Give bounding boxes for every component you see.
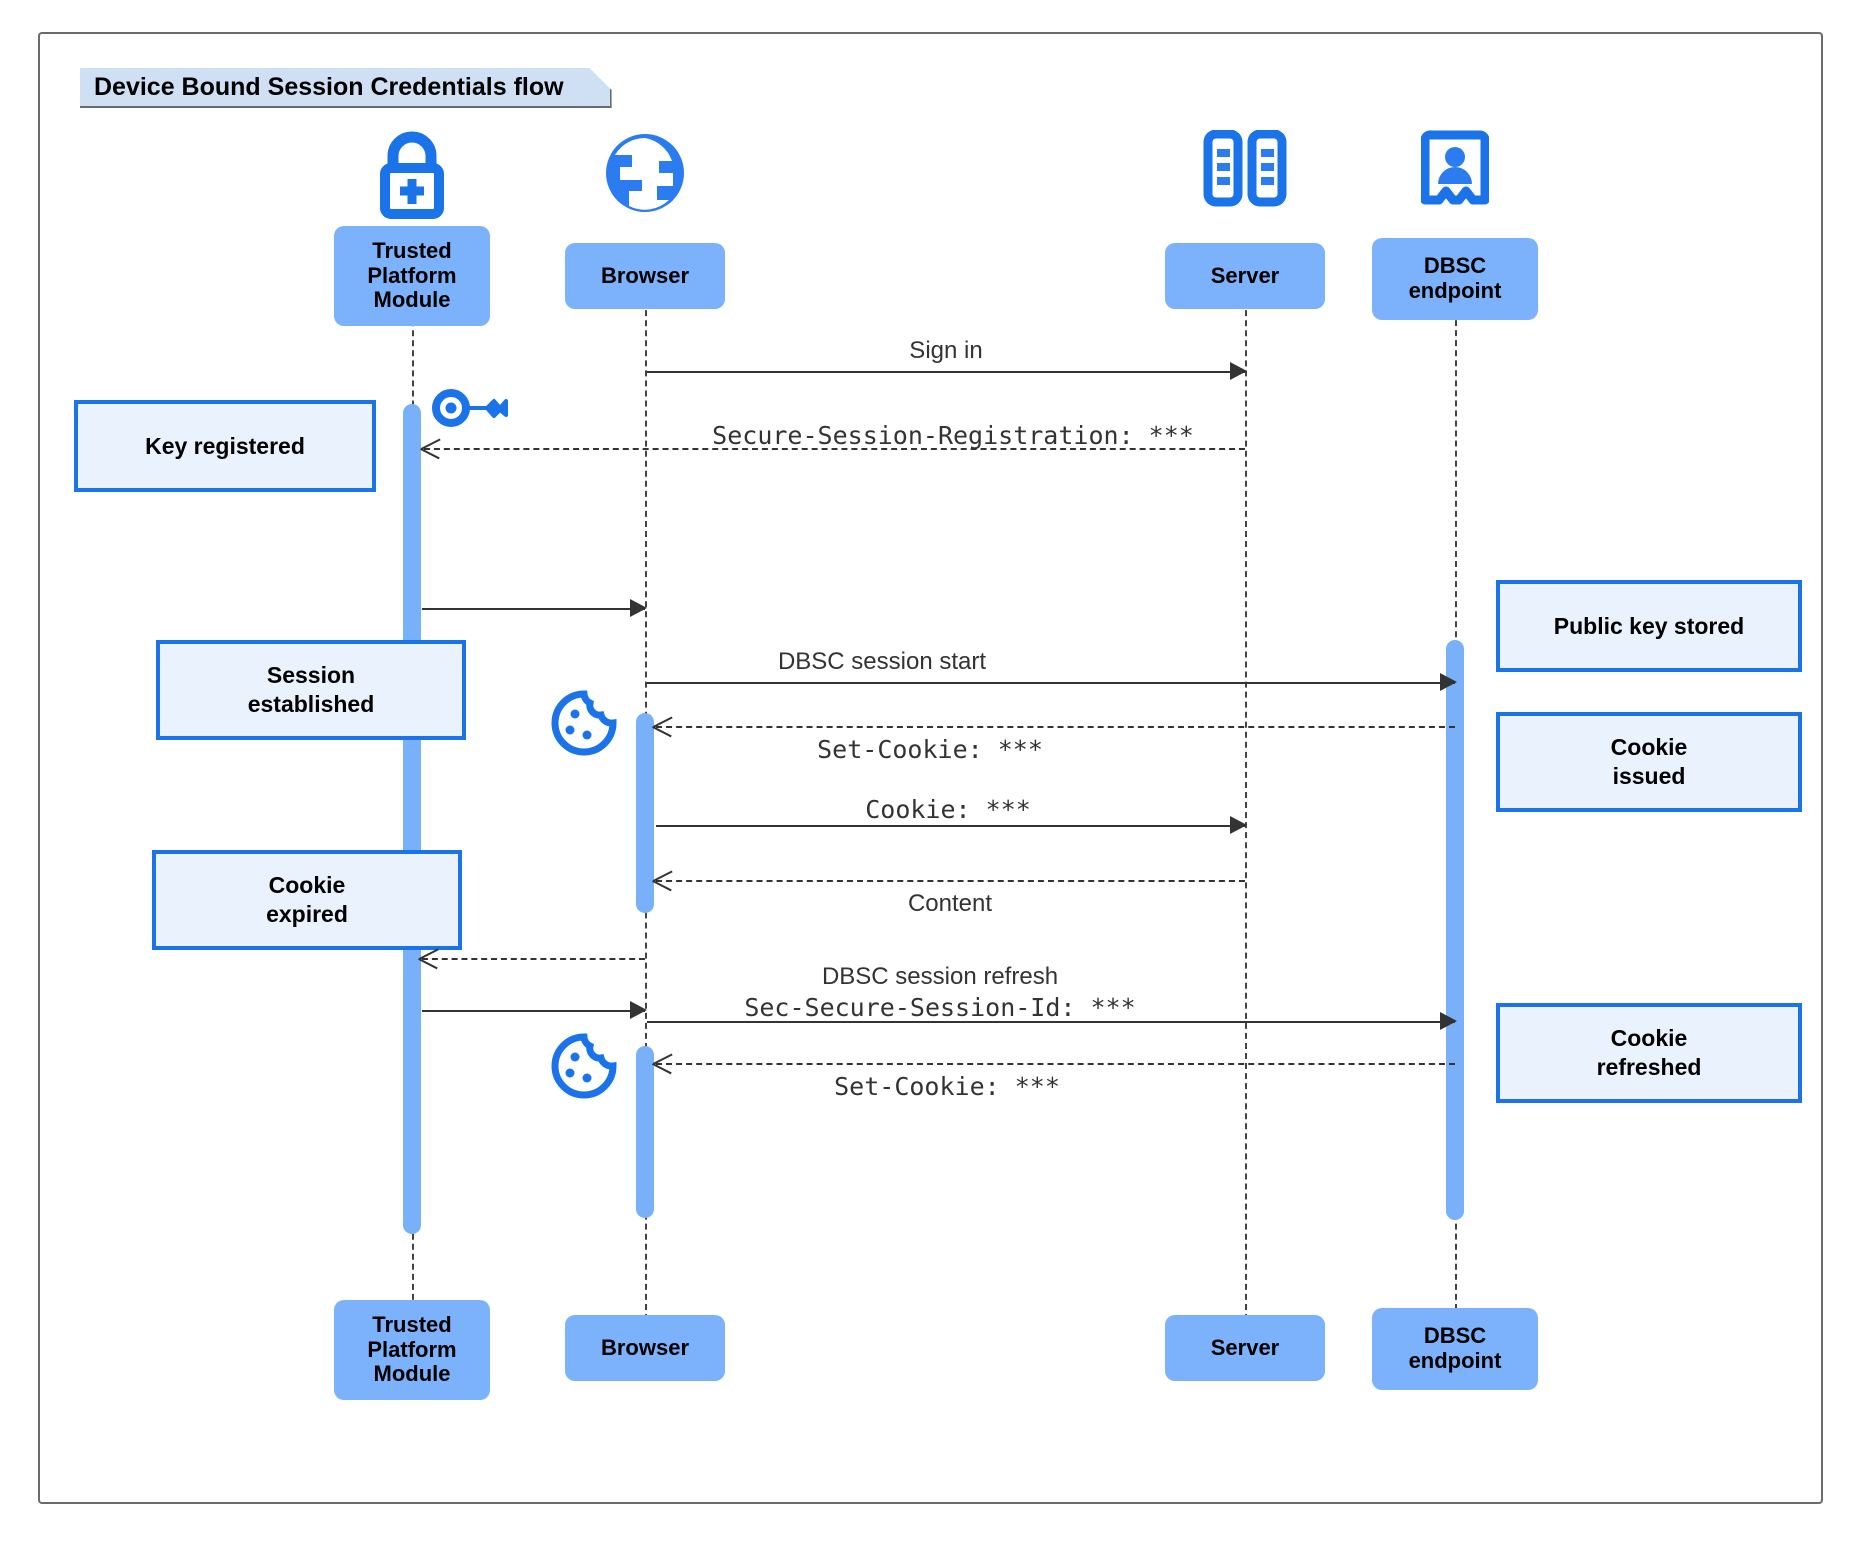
participant-footer-browser[interactable]: Browser bbox=[565, 1315, 725, 1381]
message-label-content: Content bbox=[907, 890, 993, 917]
message-label-sign-in: Sign in bbox=[909, 337, 983, 364]
message-line bbox=[422, 958, 645, 960]
key-icon bbox=[431, 386, 509, 435]
participant-header-tpm[interactable]: Trusted Platform Module bbox=[334, 226, 490, 326]
message-line bbox=[656, 726, 1455, 728]
message-label-cookie-header: Cookie: *** bbox=[865, 795, 1031, 824]
arrowhead-left-icon bbox=[421, 437, 441, 459]
message-label-set-cookie-1: Set-Cookie: *** bbox=[817, 735, 1043, 764]
arrowhead-right-icon bbox=[1440, 673, 1457, 691]
note-cookie-refreshed: Cookie refreshed bbox=[1496, 1003, 1802, 1103]
server-racks-icon bbox=[1200, 129, 1290, 213]
message-line bbox=[422, 608, 645, 610]
message-line bbox=[656, 1063, 1455, 1065]
message-line bbox=[647, 1021, 1455, 1023]
participant-label: Server bbox=[1210, 1334, 1280, 1360]
message-line bbox=[422, 1010, 645, 1012]
message-label-secure-session-registration: Secure-Session-Registration: *** bbox=[712, 421, 1194, 450]
participant-label: Browser bbox=[600, 262, 690, 288]
note-public-key-stored: Public key stored bbox=[1496, 580, 1802, 672]
participant-header-server[interactable]: Server bbox=[1165, 243, 1325, 309]
participant-header-dbsc[interactable]: DBSC endpoint bbox=[1372, 238, 1538, 320]
participant-footer-server[interactable]: Server bbox=[1165, 1315, 1325, 1381]
note-key-registered: Key registered bbox=[74, 400, 376, 492]
note-text: Cookie refreshed bbox=[1596, 1025, 1702, 1080]
message-line bbox=[424, 448, 1245, 450]
note-text: Public key stored bbox=[1553, 612, 1745, 639]
message-line bbox=[647, 682, 1455, 684]
lifeline-server bbox=[1245, 270, 1247, 1320]
frame-title: Device Bound Session Credentials flow bbox=[80, 68, 612, 108]
arrowhead-right-icon bbox=[1440, 1012, 1457, 1030]
cookie-icon bbox=[548, 690, 620, 761]
note-cookie-issued: Cookie issued bbox=[1496, 712, 1802, 812]
padlock-plus-icon bbox=[365, 128, 459, 225]
arrowhead-left-icon bbox=[653, 869, 673, 891]
activation-bar-browser-2 bbox=[636, 1046, 654, 1218]
message-label-dbsc-session-refresh: DBSC session refresh bbox=[821, 963, 1059, 990]
message-line bbox=[656, 825, 1245, 827]
note-text: Cookie issued bbox=[1610, 734, 1688, 789]
participant-header-browser[interactable]: Browser bbox=[565, 243, 725, 309]
participant-label: DBSC endpoint bbox=[1408, 253, 1502, 303]
globe-icon bbox=[602, 130, 688, 221]
arrowhead-left-icon bbox=[653, 1052, 673, 1074]
participant-label: Trusted Platform Module bbox=[367, 1312, 457, 1387]
arrowhead-left-icon bbox=[419, 947, 439, 969]
arrowhead-right-icon bbox=[630, 1001, 647, 1019]
note-text: Cookie expired bbox=[266, 872, 348, 927]
note-text: Session established bbox=[247, 662, 375, 717]
arrowhead-right-icon bbox=[1230, 816, 1247, 834]
participant-label: Server bbox=[1210, 262, 1280, 288]
arrowhead-right-icon bbox=[1230, 362, 1247, 380]
message-label-dbsc-session-start: DBSC session start bbox=[777, 648, 987, 675]
note-text: Key registered bbox=[145, 432, 305, 459]
participant-label: DBSC endpoint bbox=[1408, 1323, 1502, 1373]
participant-footer-dbsc[interactable]: DBSC endpoint bbox=[1372, 1308, 1538, 1390]
message-label-sec-secure-session-id: Sec-Secure-Session-Id: *** bbox=[744, 993, 1136, 1022]
note-session-established: Session established bbox=[156, 640, 466, 740]
activation-bar-browser-1 bbox=[636, 713, 654, 913]
message-line bbox=[647, 371, 1245, 373]
id-badge-icon bbox=[1420, 130, 1490, 215]
message-label-set-cookie-2: Set-Cookie: *** bbox=[834, 1072, 1060, 1101]
activation-bar-dbsc bbox=[1446, 640, 1464, 1220]
participant-label: Browser bbox=[600, 1334, 690, 1360]
arrowhead-left-icon bbox=[653, 715, 673, 737]
participant-footer-tpm[interactable]: Trusted Platform Module bbox=[334, 1300, 490, 1400]
participant-label: Trusted Platform Module bbox=[367, 238, 457, 313]
activation-bar-tpm bbox=[403, 404, 421, 1234]
arrowhead-right-icon bbox=[630, 599, 647, 617]
message-line bbox=[656, 880, 1245, 882]
note-cookie-expired: Cookie expired bbox=[152, 850, 462, 950]
cookie-icon bbox=[548, 1033, 620, 1104]
